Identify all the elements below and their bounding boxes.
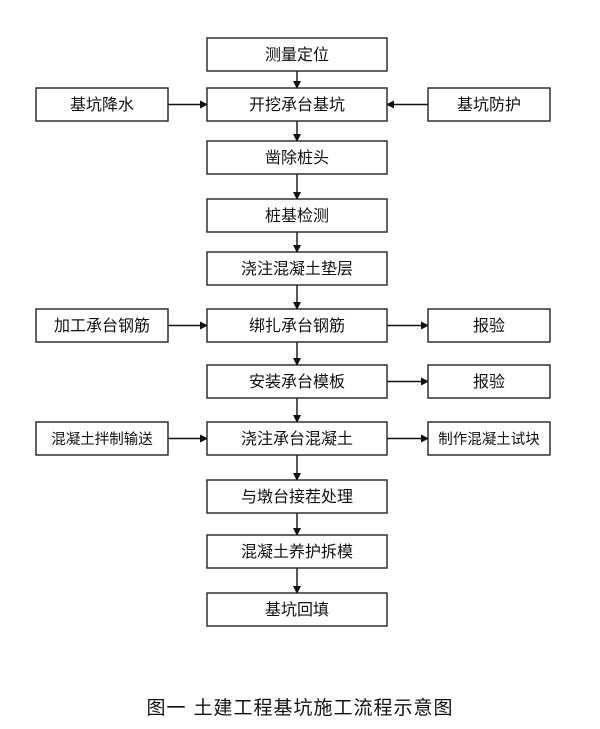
right-output-3-box-frame bbox=[427, 421, 551, 456]
right-output-2-box: 报验 bbox=[427, 364, 551, 399]
step-5-box-frame bbox=[206, 251, 388, 286]
step-11-box-frame bbox=[206, 592, 388, 627]
step-7-box-frame bbox=[206, 364, 388, 399]
step-5-box-label: 浇注混凝土垫层 bbox=[241, 259, 353, 278]
step-2-box: 开挖承台基坑 bbox=[206, 87, 388, 122]
left-input-1-box: 基坑降水 bbox=[35, 87, 169, 122]
left-input-2-box-frame bbox=[35, 308, 169, 343]
step-3-box-label: 凿除桩头 bbox=[265, 148, 329, 167]
step-8-box: 浇注承台混凝土 bbox=[206, 421, 388, 456]
left-input-2-box: 加工承台钢筋 bbox=[35, 308, 169, 343]
right-input-1-box-frame bbox=[427, 87, 551, 122]
right-input-1-box: 基坑防护 bbox=[427, 87, 551, 122]
step-4-box: 桩基检测 bbox=[206, 198, 388, 233]
left-input-3-box-label: 混凝土拌制输送 bbox=[51, 431, 153, 448]
step-3-box-frame bbox=[206, 140, 388, 175]
step-1-box-frame bbox=[206, 37, 388, 72]
step-3-box: 凿除桩头 bbox=[206, 140, 388, 175]
step-4-box-label: 桩基检测 bbox=[265, 206, 329, 225]
right-input-1-box-label: 基坑防护 bbox=[457, 95, 521, 114]
step-2-box-frame bbox=[206, 87, 388, 122]
step-6-box-frame bbox=[206, 308, 388, 343]
step-8-box-frame bbox=[206, 421, 388, 456]
step-9-box-frame bbox=[206, 479, 388, 514]
step-4-box-frame bbox=[206, 198, 388, 233]
step-7-box: 安装承台模板 bbox=[206, 364, 388, 399]
right-output-2-box-frame bbox=[427, 364, 551, 399]
step-2-box-label: 开挖承台基坑 bbox=[249, 95, 345, 114]
step-10-box: 混凝土养护拆模 bbox=[206, 534, 388, 569]
step-9-box: 与墩台接茬处理 bbox=[206, 479, 388, 514]
step-7-box-label: 安装承台模板 bbox=[249, 372, 345, 391]
step-5-box: 浇注混凝土垫层 bbox=[206, 251, 388, 286]
left-input-1-box-frame bbox=[35, 87, 169, 122]
step-1-box-label: 测量定位 bbox=[265, 45, 329, 64]
step-6-box: 绑扎承台钢筋 bbox=[206, 308, 388, 343]
right-output-1-box: 报验 bbox=[427, 308, 551, 343]
step-9-box-label: 与墩台接茬处理 bbox=[241, 487, 353, 506]
step-1-box: 测量定位 bbox=[206, 37, 388, 72]
right-output-1-box-frame bbox=[427, 308, 551, 343]
left-input-2-box-label: 加工承台钢筋 bbox=[54, 316, 150, 335]
step-11-box-label: 基坑回填 bbox=[265, 600, 329, 619]
right-output-2-box-label: 报验 bbox=[473, 372, 505, 391]
step-6-box-label: 绑扎承台钢筋 bbox=[249, 316, 345, 335]
right-output-3-box: 制作混凝土试块 bbox=[427, 421, 551, 456]
left-input-3-box-frame bbox=[35, 421, 169, 456]
step-10-box-label: 混凝土养护拆模 bbox=[241, 542, 353, 561]
step-11-box: 基坑回填 bbox=[206, 592, 388, 627]
step-10-box-frame bbox=[206, 534, 388, 569]
left-input-1-box-label: 基坑降水 bbox=[70, 95, 134, 114]
step-8-box-label: 浇注承台混凝土 bbox=[241, 429, 353, 448]
figure-caption: 图一 土建工程基坑施工流程示意图 bbox=[146, 697, 454, 719]
right-output-1-box-label: 报验 bbox=[473, 316, 505, 335]
right-output-3-box-label: 制作混凝土试块 bbox=[438, 431, 540, 448]
left-input-3-box: 混凝土拌制输送 bbox=[35, 421, 169, 456]
